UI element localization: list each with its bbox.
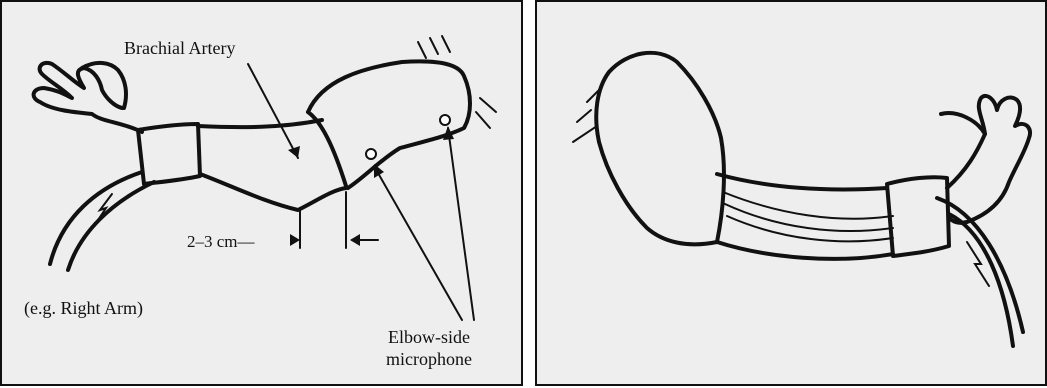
forearm-top-right	[717, 174, 887, 189]
artery-arrow-line	[248, 64, 298, 158]
shoulder-tufts	[418, 36, 450, 58]
thumb-outline-right	[941, 113, 985, 134]
microphone-2	[440, 115, 450, 125]
hose-upper-edge	[50, 172, 142, 264]
wrist-cuff	[138, 124, 200, 184]
artery-arrow-head	[288, 146, 300, 158]
forearm-bottom-right	[717, 242, 893, 259]
right-arm-example-label: (e.g. Right Arm)	[24, 298, 143, 318]
left-arm-panel: Brachial Artery 2–3 cm— (e.g. Right Arm)…	[0, 0, 523, 386]
distance-label: 2–3 cm—	[187, 232, 255, 252]
distance-arrowhead-left	[350, 234, 360, 246]
right-arm-illustration	[537, 2, 1045, 384]
artery-line-1	[723, 192, 893, 219]
right-arm-panel	[535, 0, 1047, 386]
sleeve-outline-right	[596, 53, 724, 244]
brachial-artery-label: Brachial Artery	[124, 38, 235, 58]
wrist-cuff-right	[887, 177, 949, 256]
mic-pointer-1	[374, 166, 462, 320]
microphone-1	[366, 149, 376, 159]
forearm-bottom	[200, 174, 346, 210]
mic-pointer-2	[448, 128, 474, 320]
elbow-microphone-label: Elbow-side microphone	[386, 326, 472, 370]
distance-arrowhead-right	[290, 234, 300, 246]
elbow-microphone-label-line1: Elbow-side	[386, 326, 472, 348]
elbow-microphone-label-line2: microphone	[386, 348, 472, 370]
armpit-tufts	[476, 98, 496, 128]
forearm-top	[198, 120, 322, 127]
